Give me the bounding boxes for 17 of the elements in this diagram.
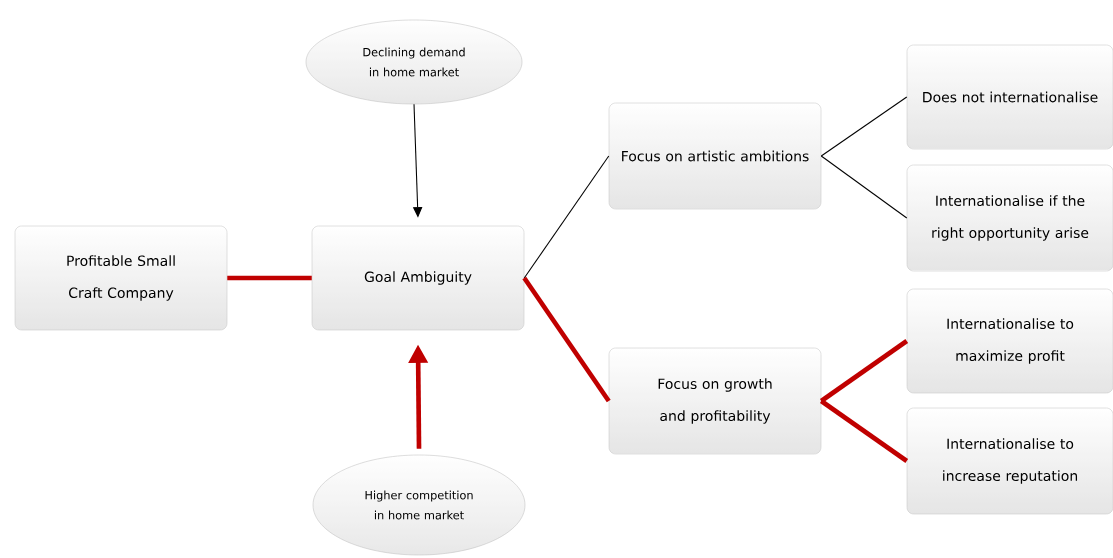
process-box: Profitable Small Craft Company (14, 225, 228, 331)
ellipse-node: Declining demand in home market (305, 19, 523, 105)
process-box: Internationalise if the right opportunity arise (906, 164, 1113, 272)
connector-line (819, 399, 909, 463)
process-box: Goal Ambiguity (311, 225, 525, 331)
process-box: Focus on artistic ambitions (608, 102, 822, 210)
connector-line (522, 276, 611, 403)
connector-line (820, 96, 908, 157)
connector-line (227, 275, 312, 281)
process-box: Focus on growth and profitability (608, 347, 822, 455)
ellipse-node: Higher competition in home market (312, 454, 526, 556)
connector-line (819, 339, 909, 403)
process-box: Internationalise to increase reputation (906, 407, 1113, 515)
process-box: Internationalise to maximize profit (906, 288, 1113, 394)
connector-line (820, 155, 908, 219)
connector-line (523, 155, 610, 279)
process-box: Does not internationalise (906, 44, 1113, 150)
